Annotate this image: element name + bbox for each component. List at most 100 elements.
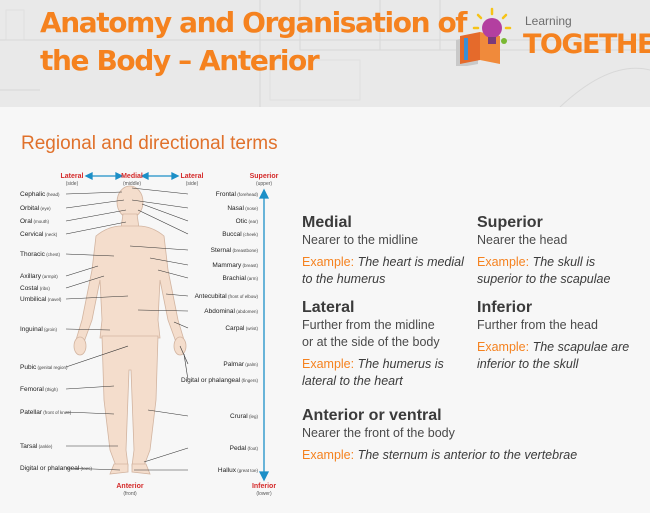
left-region-label: Tarsal (ankle) — [20, 443, 53, 450]
right-leader-line — [137, 209, 189, 235]
term-lateral-name: Lateral — [302, 299, 355, 316]
right-leader-line — [131, 199, 189, 209]
right-leader-line — [149, 257, 189, 266]
left-leader-line — [65, 467, 121, 471]
right-region-label: Carpal (wrist) — [225, 325, 258, 332]
term-medial-example: Example: The heart is medial — [302, 254, 464, 271]
right-region-label: Abdominal (abdomen) — [204, 308, 258, 315]
term-inferior: Inferior Further from the head Example: … — [477, 298, 629, 373]
superior-inferior-arrow — [258, 188, 270, 482]
lateral-medial-arrow — [84, 171, 180, 181]
header-banner: Anatomy and Organisation of the Body – A… — [0, 0, 650, 107]
term-anterior-definition: Nearer the front of the body — [302, 426, 455, 440]
right-region-label: Otic (ear) — [236, 218, 259, 225]
left-leader-line — [65, 385, 115, 390]
right-region-label: Digital or phalangeal (fingers) — [181, 377, 259, 384]
left-leader-line — [65, 265, 99, 277]
left-leader-line — [65, 275, 105, 289]
title-line-2: the Body – Anterior — [40, 44, 320, 77]
left-region-label: Oral (mouth) — [20, 218, 50, 225]
label-lateral-right-sub: (side) — [186, 181, 199, 187]
label-anterior-sub: (front) — [123, 491, 137, 497]
term-lateral-example: Example: The humerus is — [302, 356, 444, 373]
term-anterior-example: Example: The sternum is anterior to the … — [302, 447, 577, 464]
example-text-line-2: to the humerus — [302, 272, 386, 286]
example-text-line-1: The scapulae are — [532, 340, 630, 354]
right-region-label: Brachial (arm) — [223, 275, 259, 282]
left-region-label: Umbilical (navel) — [20, 296, 62, 303]
term-superior: Superior Nearer the head Example: The sk… — [477, 213, 610, 288]
right-region-label: Sternal (breastbone) — [211, 247, 259, 254]
example-label: Example: — [302, 357, 355, 371]
right-region-label: Pedal (foot) — [230, 445, 259, 452]
right-leader-line — [157, 269, 189, 279]
term-superior-example: Example: The skull is — [477, 254, 610, 271]
right-leader-line — [165, 293, 189, 297]
example-label: Example: — [302, 448, 355, 462]
left-region-label: Axillary (armpit) — [20, 273, 58, 280]
right-region-label: Frontal (forehead) — [216, 191, 259, 198]
term-inferior-name: Inferior — [477, 299, 533, 316]
right-region-label: Crural (leg) — [230, 413, 258, 420]
example-text-line-1: The skull is — [532, 255, 596, 269]
label-lateral-left: Lateral — [61, 173, 84, 180]
page-title: Anatomy and Organisation of the Body – A… — [40, 4, 467, 80]
term-superior-definition: Nearer the head — [477, 233, 568, 247]
left-leader-line — [65, 221, 127, 235]
term-anterior: Anterior or ventral Nearer the front of … — [302, 406, 577, 464]
right-leader-line — [173, 321, 189, 329]
label-anterior: Anterior — [116, 483, 144, 490]
right-leader-line — [183, 353, 189, 381]
right-region-label: Antecubital (front of elbow) — [195, 293, 259, 300]
section-title: Regional and directional terms — [21, 133, 278, 154]
book-lightbulb-icon — [456, 7, 512, 68]
left-leader-line — [65, 199, 125, 209]
left-region-label: Femoral (thigh) — [20, 386, 58, 393]
body-diagram: Lateral (side) Medial (middle) Lateral (… — [20, 171, 279, 497]
label-lateral-right: Lateral — [181, 173, 204, 180]
left-leader-line — [65, 328, 111, 331]
label-inferior: Inferior — [252, 483, 276, 490]
left-leader-line — [65, 253, 115, 257]
right-leader-line — [147, 409, 189, 417]
example-label: Example: — [302, 255, 355, 269]
example-text-line-1: The heart is medial — [357, 255, 464, 269]
left-leader-line — [65, 295, 129, 300]
right-region-labels: Frontal (forehead) Nasal (nose) Otic (ear)… — [129, 187, 259, 474]
left-leader-line — [65, 191, 123, 195]
right-region-label: Hallux (great toe) — [218, 467, 259, 474]
term-inferior-example: Example: The scapulae are — [477, 339, 629, 356]
left-region-label: Cephalic (head) — [20, 191, 60, 198]
right-region-label: Nasal (nose) — [227, 205, 258, 212]
left-region-labels: Cephalic (head) Orbital (eye) Oral (mouth)… — [20, 191, 129, 472]
right-leader-line — [141, 203, 189, 222]
left-region-label: Digital or phalangeal (toes) — [20, 465, 93, 472]
left-leader-line — [65, 411, 115, 415]
right-leader-line — [143, 447, 189, 463]
label-medial: Medial — [121, 173, 143, 180]
human-figure — [73, 185, 187, 475]
left-leader-line — [65, 345, 129, 368]
label-superior: Superior — [250, 173, 279, 180]
left-region-label: Orbital (eye) — [20, 205, 51, 212]
right-region-label: Mammary (breast) — [212, 262, 258, 269]
term-medial-definition: Nearer to the midline — [302, 233, 419, 247]
label-superior-sub: (upper) — [256, 181, 272, 187]
right-region-label: Buccal (cheek) — [222, 231, 258, 238]
term-lateral: Lateral Further from the midline or at t… — [302, 298, 444, 390]
term-lateral-definition-line-1: Further from the midline — [302, 318, 435, 332]
term-medial: Medial Nearer to the midline Example: Th… — [302, 213, 464, 288]
label-lateral-left-sub: (side) — [66, 181, 79, 187]
title-line-1: Anatomy and Organisation of — [40, 6, 467, 39]
example-text-line-2: superior to the scapulae — [477, 272, 611, 286]
example-text-line-2: inferior to the skull — [477, 357, 579, 371]
left-region-label: Thoracic (chest) — [20, 251, 60, 258]
left-leader-line — [65, 209, 127, 222]
term-medial-name: Medial — [302, 214, 352, 231]
example-text-line-2: lateral to the heart — [302, 374, 403, 388]
right-leader-line — [137, 309, 189, 312]
left-region-label: Pubic (genital region) — [20, 364, 68, 371]
right-region-label: Palmar (palm) — [223, 361, 258, 368]
example-label: Example: — [477, 255, 530, 269]
